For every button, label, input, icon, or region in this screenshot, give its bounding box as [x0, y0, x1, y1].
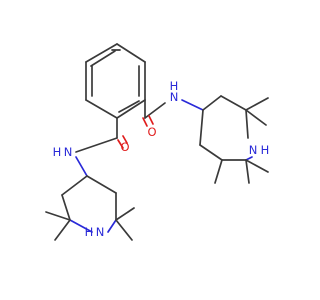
- carbonyl-c-o-bond: [148, 115, 154, 125]
- methyl-bond: [115, 207, 135, 221]
- piperidine-bond: [245, 109, 249, 139]
- amide-n-c-bond: [75, 156, 88, 177]
- carbonyl-c-o-bond: [142, 117, 148, 127]
- ring-double-bond: [90, 50, 116, 67]
- carbonyl-c-o-bond: [122, 135, 128, 144]
- methyl-bond: [115, 219, 133, 241]
- ring-bond: [85, 99, 118, 119]
- ring-bond: [116, 43, 146, 63]
- methyl-bond: [245, 159, 250, 184]
- ring-double-bond: [118, 100, 140, 113]
- piperidine-bond: [199, 109, 204, 146]
- methyl-bond: [214, 159, 223, 184]
- molecule-structure: O O N N N N H H H H: [45, 43, 270, 241]
- piperidine-hydrogen-bottom: H: [85, 225, 94, 239]
- piperidine-bond: [61, 194, 71, 221]
- piperidine-n-bond: [69, 219, 93, 233]
- methyl-bond: [245, 159, 269, 173]
- amide-nitrogen-lower: N: [64, 145, 73, 159]
- methyl-bond: [245, 97, 269, 111]
- methyl-bond: [245, 109, 267, 126]
- methyl-bond: [45, 211, 71, 221]
- carbonyl-c-o-bond: [117, 139, 124, 149]
- amide-hydrogen-upper: H: [170, 79, 179, 93]
- piperidine-hydrogen-right: H: [261, 143, 270, 157]
- amide-c-n-bond: [75, 137, 118, 153]
- bond-layer: [45, 43, 269, 241]
- piperidine-n-bond: [245, 156, 253, 161]
- carbonyl-oxygen-upper: O: [147, 125, 156, 139]
- piperidine-n-bond: [107, 219, 117, 233]
- piperidine-bond: [61, 175, 88, 196]
- amide-c-n-bond: [144, 102, 166, 119]
- ring-bond: [85, 43, 118, 63]
- piperidine-bond: [199, 144, 223, 161]
- piperidine-bond: [202, 95, 222, 111]
- amide-hydrogen-lower: H: [53, 145, 62, 159]
- piperidine-bond: [220, 95, 247, 111]
- ring-bond: [116, 99, 146, 119]
- piperidine-nitrogen-bottom: N: [96, 225, 105, 239]
- amide-nitrogen-upper: N: [170, 90, 179, 104]
- atom-label-layer: O O N N N N H H H H: [53, 79, 270, 239]
- piperidine-bond: [86, 175, 117, 194]
- methyl-bond: [54, 219, 71, 241]
- piperidine-nitrogen-right: N: [249, 143, 258, 157]
- amide-n-c-bond: [181, 99, 204, 111]
- carbonyl-oxygen-lower: O: [120, 140, 129, 154]
